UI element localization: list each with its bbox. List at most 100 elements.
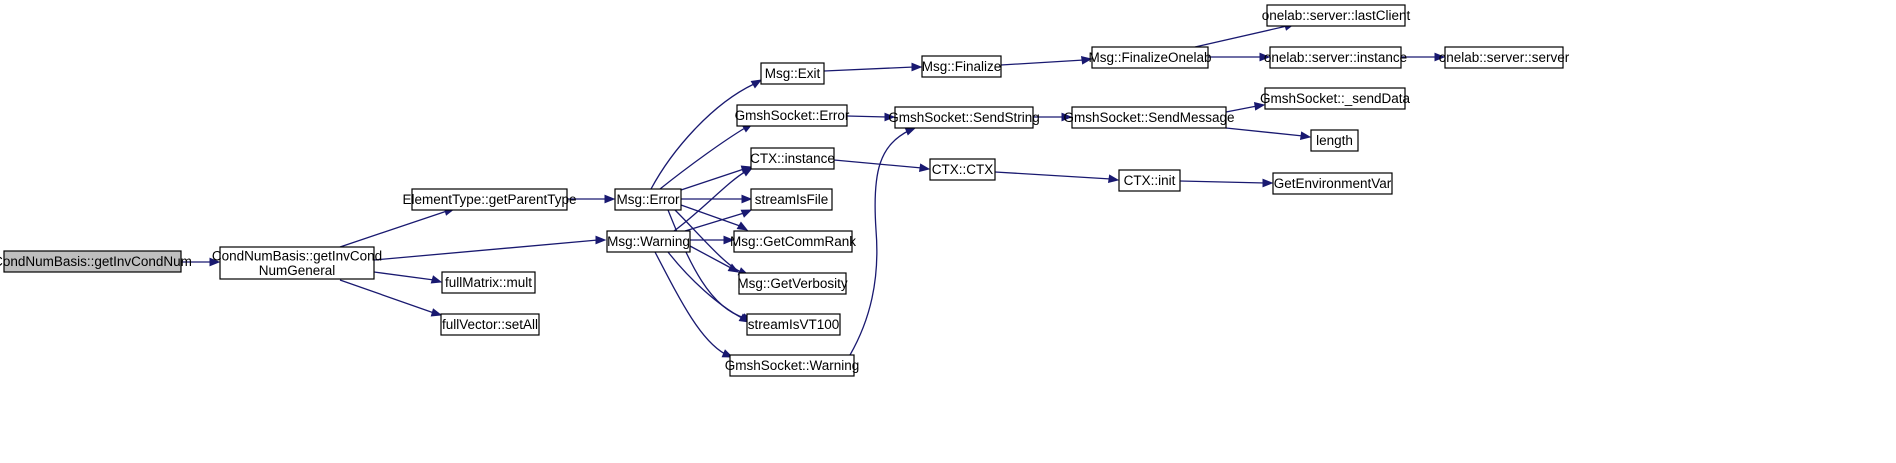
edge-ctxctx-init	[994, 171, 1120, 183]
node-box	[1071, 106, 1227, 129]
node-label: onelab::server::lastClient	[1262, 8, 1411, 23]
node-box	[614, 188, 682, 211]
edge-arrowhead	[727, 263, 740, 273]
edge-arrowhead	[1434, 52, 1446, 62]
node-label: Msg::Exit	[765, 66, 821, 81]
node-stream-is-file[interactable]: streamIsFile	[750, 188, 833, 211]
edge-line	[1179, 180, 1266, 184]
node-root[interactable]: CondNumBasis::getInvCondNum	[0, 250, 192, 273]
node-box	[894, 106, 1034, 129]
node-comm-rank[interactable]: Msg::GetCommRank	[730, 230, 856, 253]
node-fm-mult[interactable]: fullMatrix::mult	[441, 271, 536, 294]
node-stream-is-v-t100[interactable]: streamIsVT100	[746, 313, 841, 336]
edge-arrowhead	[1253, 102, 1266, 111]
node-label: CTX::init	[1124, 173, 1176, 188]
node-env-var[interactable]: GetEnvironmentVar	[1272, 172, 1393, 195]
node-box	[729, 354, 855, 377]
edge-line	[1225, 127, 1304, 137]
edge-arrowhead	[904, 127, 917, 136]
edge-exit-finalize	[823, 62, 923, 72]
node-label: NumGeneral	[259, 263, 336, 278]
edge-general-warning	[373, 235, 607, 261]
node-label: GmshSocket::Warning	[725, 358, 860, 373]
node-ctx-instance[interactable]: CTX::instance	[750, 147, 835, 170]
edge-line	[689, 245, 732, 269]
edge-warning-ctxinstance	[673, 167, 754, 232]
edge-ctxinstance-ctxctx	[833, 159, 931, 172]
edge-line	[373, 271, 435, 281]
node-box	[219, 246, 375, 280]
node-send-string[interactable]: GmshSocket::SendString	[888, 106, 1040, 129]
node-send-message[interactable]: GmshSocket::SendMessage	[1063, 106, 1235, 129]
node-box	[736, 104, 848, 127]
node-label: GmshSocket::SendMessage	[1063, 110, 1234, 125]
node-label: CondNumBasis::getInvCondNum	[0, 254, 192, 269]
node-label: fullVector::setAll	[442, 317, 538, 332]
node-box	[746, 313, 841, 336]
edge-arrowhead	[723, 235, 735, 245]
node-label: Msg::Warning	[607, 234, 690, 249]
node-label: length	[1316, 133, 1353, 148]
edge-line	[1225, 105, 1258, 113]
node-ctx-init[interactable]: CTX::init	[1118, 169, 1181, 192]
edge-line	[1194, 25, 1288, 48]
node-ol-instance[interactable]: onelab::server::instance	[1264, 46, 1407, 69]
edge-line	[684, 212, 745, 232]
node-msg-error[interactable]: Msg::Error	[614, 188, 682, 211]
node-box	[750, 188, 833, 211]
node-finalize-onelab[interactable]: Msg::FinalizeOnelab	[1088, 46, 1212, 69]
node-last-client[interactable]: onelab::server::lastClient	[1262, 4, 1411, 27]
node-length[interactable]: length	[1310, 129, 1359, 152]
edge-finalizeonelab-instance	[1208, 52, 1271, 62]
node-label: streamIsVT100	[748, 317, 840, 332]
node-label: GmshSocket::_sendData	[1260, 91, 1411, 106]
node-box	[1272, 172, 1393, 195]
node-label: GetEnvironmentVar	[1274, 176, 1392, 191]
edge-arrowhead	[750, 79, 763, 89]
node-parent-type[interactable]: ElementType::getParentType	[402, 188, 577, 211]
edge-root-general	[181, 257, 221, 267]
node-msg-finalize[interactable]: Msg::Finalize	[921, 55, 1002, 78]
edge-error-streamisfile	[681, 194, 753, 204]
edge-line	[339, 279, 435, 314]
edge-error-gserror	[659, 123, 754, 190]
edge-arrowhead	[604, 194, 616, 204]
edge-line	[823, 66, 915, 72]
node-label: Msg::FinalizeOnelab	[1088, 50, 1211, 65]
node-box	[1091, 46, 1209, 69]
node-gs-warning[interactable]: GmshSocket::Warning	[725, 354, 860, 377]
edge-arrowhead	[1299, 131, 1312, 140]
edge-arrowhead	[209, 257, 221, 267]
node-box	[738, 272, 847, 295]
edge-line	[650, 83, 755, 190]
node-gs-error[interactable]: GmshSocket::Error	[735, 104, 850, 127]
edge-arrowhead	[1259, 52, 1271, 62]
node-box	[921, 55, 1002, 78]
edge-init-envvar	[1179, 178, 1274, 188]
edge-general-setall	[339, 279, 443, 317]
node-box	[1444, 46, 1564, 69]
node-msg-exit[interactable]: Msg::Exit	[760, 62, 825, 85]
node-ctx-ctx[interactable]: CTX::CTX	[929, 158, 996, 181]
node-ol-server[interactable]: onelab::server::server	[1439, 46, 1570, 69]
node-box	[441, 271, 536, 294]
node-label: Msg::Error	[616, 192, 680, 207]
edge-arrowhead	[911, 62, 923, 72]
edge-line	[667, 251, 743, 319]
node-box	[1264, 87, 1406, 110]
node-box	[1118, 169, 1181, 192]
edge-arrowhead	[1061, 112, 1073, 122]
node-fv-set-all[interactable]: fullVector::setAll	[440, 313, 540, 336]
node-verbosity[interactable]: Msg::GetVerbosity	[737, 272, 848, 295]
node-label: GmshSocket::SendString	[888, 110, 1040, 125]
edge-arrowhead	[1107, 174, 1120, 183]
edge-line	[373, 239, 599, 261]
edge-warning-streamisfile	[684, 209, 753, 232]
edge-gswarning-sendstring	[849, 127, 917, 356]
node-box	[440, 313, 540, 336]
node-label: Msg::GetCommRank	[730, 234, 856, 249]
node-send-data[interactable]: GmshSocket::_sendData	[1260, 87, 1411, 110]
node-msg-warning[interactable]: Msg::Warning	[606, 230, 691, 253]
